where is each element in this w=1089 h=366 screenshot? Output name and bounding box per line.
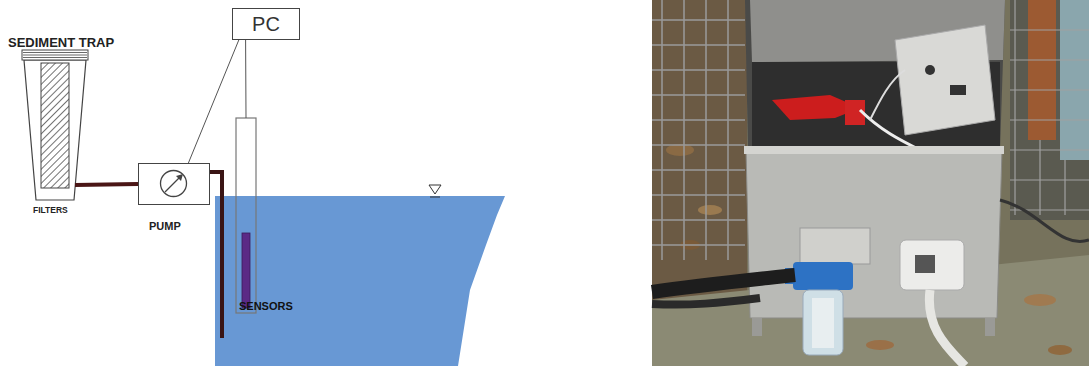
node-heading: PUMP — [149, 220, 181, 232]
leaf — [866, 340, 894, 350]
photo-background — [652, 0, 1089, 366]
wooden-pole — [1028, 0, 1056, 140]
peristaltic-pump — [900, 240, 964, 290]
leaf — [698, 205, 722, 215]
computer-box: PC — [232, 8, 300, 40]
trap-outline — [5, 35, 125, 220]
pump-symbol — [139, 164, 208, 203]
filter-cap — [793, 262, 853, 290]
sediment-trap: SEDIMENT TRAP FILTERS — [5, 35, 125, 220]
node-heading: SEDIMENT TRAP — [8, 35, 114, 50]
board-component — [925, 65, 935, 75]
river-glimpse — [1060, 0, 1089, 160]
part-label: FILTERS — [33, 205, 68, 215]
black-hose — [652, 275, 795, 292]
leaf — [1048, 345, 1072, 355]
steel-box-front — [746, 150, 1002, 318]
wire-fence — [1010, 0, 1089, 215]
leaf — [666, 144, 694, 156]
box-rim — [744, 146, 1004, 154]
black-hose — [652, 298, 760, 305]
white-hose — [929, 290, 965, 366]
pump-head — [915, 255, 935, 273]
trap-lid — [22, 50, 88, 60]
box-leg — [985, 318, 995, 336]
box-interior — [745, 0, 1005, 150]
tube — [236, 118, 256, 313]
circuit-board — [895, 25, 995, 135]
node-label: SENSORS — [239, 300, 293, 312]
filter-cartridge — [812, 298, 834, 348]
filter-element — [41, 63, 69, 188]
wire — [860, 110, 920, 150]
tube-outline — [225, 118, 305, 318]
trap-body — [24, 60, 86, 200]
outlet-pipe — [210, 172, 222, 338]
background-area — [1010, 0, 1089, 220]
site-photo — [652, 0, 1089, 366]
box-leg — [752, 318, 762, 336]
water-level-symbol — [429, 185, 441, 194]
lid-stripes — [23, 53, 87, 58]
pump-arrowhead — [176, 174, 183, 181]
filter-housing — [803, 290, 843, 355]
sensor-probe — [242, 233, 250, 308]
pump-circle — [161, 171, 187, 197]
sensor-tube: SENSORS — [225, 118, 305, 318]
cable-connector — [245, 40, 246, 118]
filter-plate — [800, 228, 870, 264]
cable — [1000, 200, 1089, 242]
water-body — [215, 196, 505, 366]
board-component — [950, 85, 966, 95]
pump-box: PUMP — [138, 163, 210, 205]
water-level-line — [430, 197, 440, 198]
wire-fence — [652, 0, 745, 260]
wire — [870, 70, 905, 120]
leaf — [1024, 294, 1056, 306]
cable-connector — [188, 40, 238, 163]
node-label: PC — [252, 14, 280, 34]
pipe-connector — [75, 184, 138, 185]
